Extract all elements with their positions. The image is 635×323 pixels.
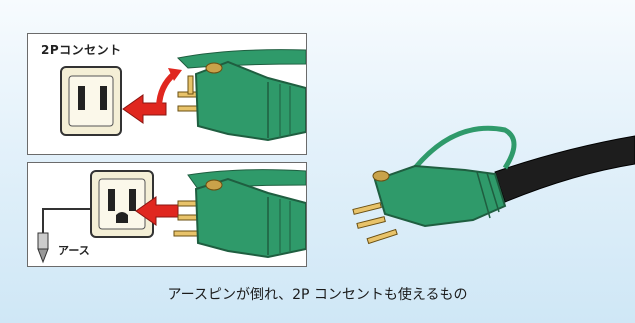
- earth-ground-icon: [37, 208, 91, 264]
- red-arrow-icon: [122, 68, 182, 124]
- red-arrow-icon: [135, 196, 179, 226]
- outlet-3p-icon: [90, 170, 154, 238]
- plug-2p-illustration: [60, 49, 306, 142]
- plug-3p-illustration: [37, 169, 306, 264]
- outlet-2p-icon: [60, 66, 122, 136]
- panel-label-2p-outlet: 2Pコンセント: [41, 43, 122, 57]
- plug-icon: [194, 60, 306, 142]
- plug-main-illustration: [352, 125, 635, 245]
- panel-2p-outlet: 2Pコンセント: [27, 33, 307, 155]
- plug-icon: [194, 177, 306, 259]
- panel-3p-outlet: アース: [27, 162, 307, 267]
- caption-text: アースピンが倒れ、2P コンセントも使えるもの: [167, 287, 468, 303]
- panel-label-earth: アース: [58, 244, 90, 257]
- plug-icon: [372, 164, 507, 228]
